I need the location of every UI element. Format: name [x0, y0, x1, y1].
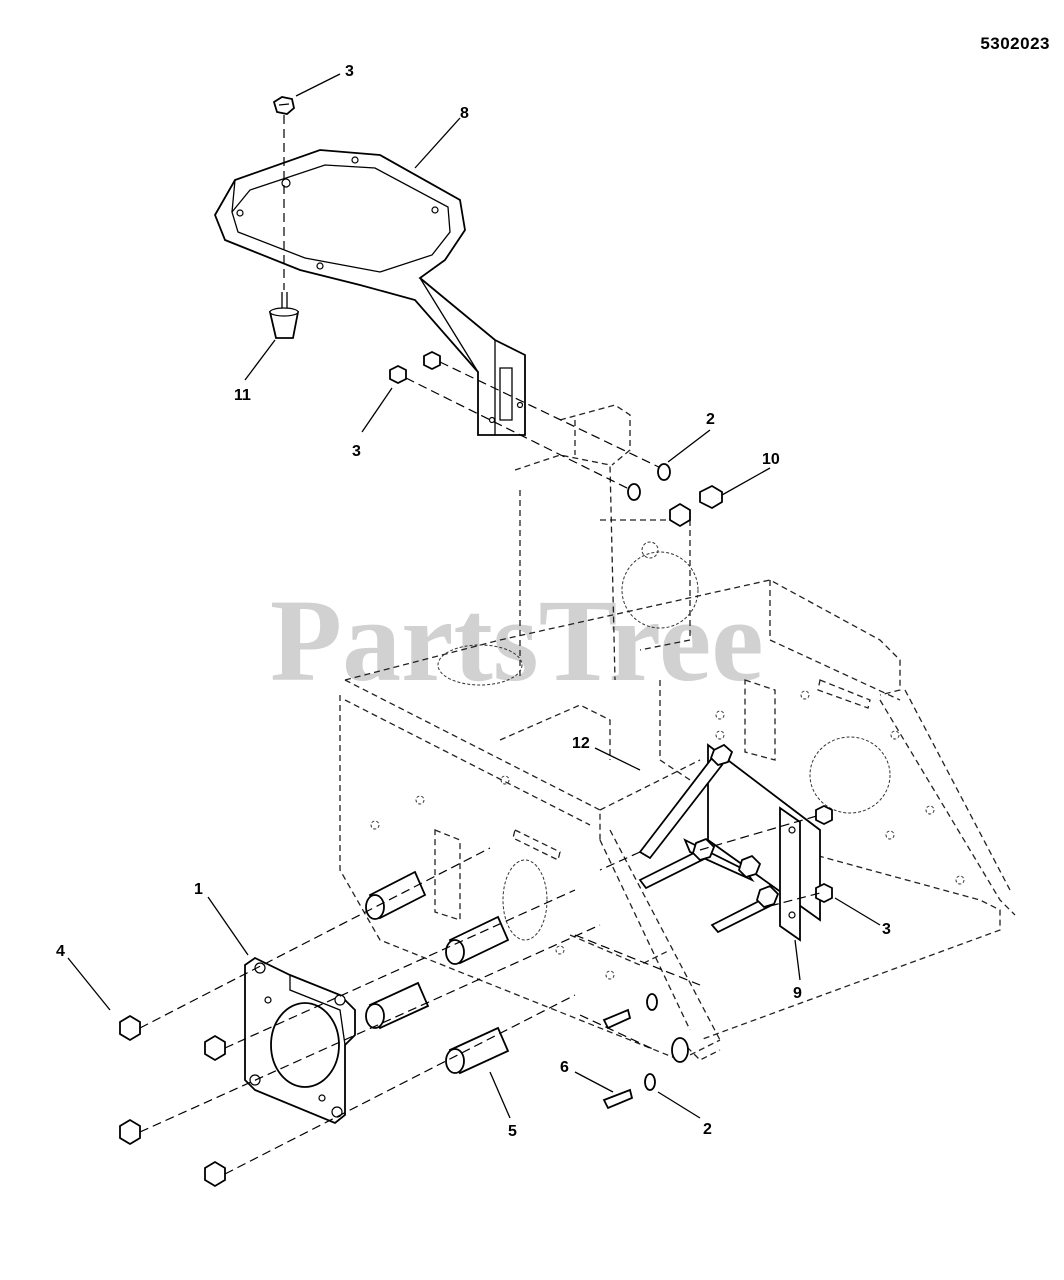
callout-3-mid: 3: [352, 443, 361, 460]
washers-and-bolts-top: [627, 463, 723, 528]
long-bolts: [638, 743, 780, 934]
lock-nut-top: [272, 96, 295, 115]
frame-outline: [339, 404, 1016, 1061]
watermark-text: PartsTree: [270, 575, 764, 706]
callout-8: 8: [460, 105, 469, 122]
upper-bracket: [214, 149, 526, 436]
callout-12: 12: [572, 735, 590, 752]
callout-11: 11: [234, 387, 251, 404]
callout-3-right: 3: [882, 921, 891, 938]
hex-nuts-left: [119, 1014, 226, 1188]
leader-lines: [67, 73, 881, 1119]
spacers: [365, 870, 510, 1075]
bolts-and-washers-lower: [602, 993, 689, 1110]
side-nuts: [815, 804, 833, 904]
callout-5: 5: [508, 1123, 517, 1140]
callout-3-top: 3: [345, 63, 354, 80]
callout-labels: 3 8 11 3 2 10 12 3 9 1 4 5 6 2: [56, 63, 891, 1140]
lock-nut-pair: [389, 350, 441, 385]
callout-10: 10: [762, 451, 780, 468]
callout-4: 4: [56, 943, 65, 960]
callout-2-top: 2: [706, 411, 715, 428]
callout-2-bottom: 2: [703, 1121, 712, 1138]
assembly-lines: [139, 814, 821, 1175]
mounting-plate: [707, 743, 821, 942]
callout-1: 1: [194, 881, 203, 898]
bearing-flange-plate: [244, 956, 356, 1125]
document-number: 5302023: [980, 34, 1050, 53]
callout-6: 6: [560, 1059, 569, 1076]
rubber-bumper: [268, 292, 300, 339]
callout-9: 9: [793, 985, 802, 1002]
